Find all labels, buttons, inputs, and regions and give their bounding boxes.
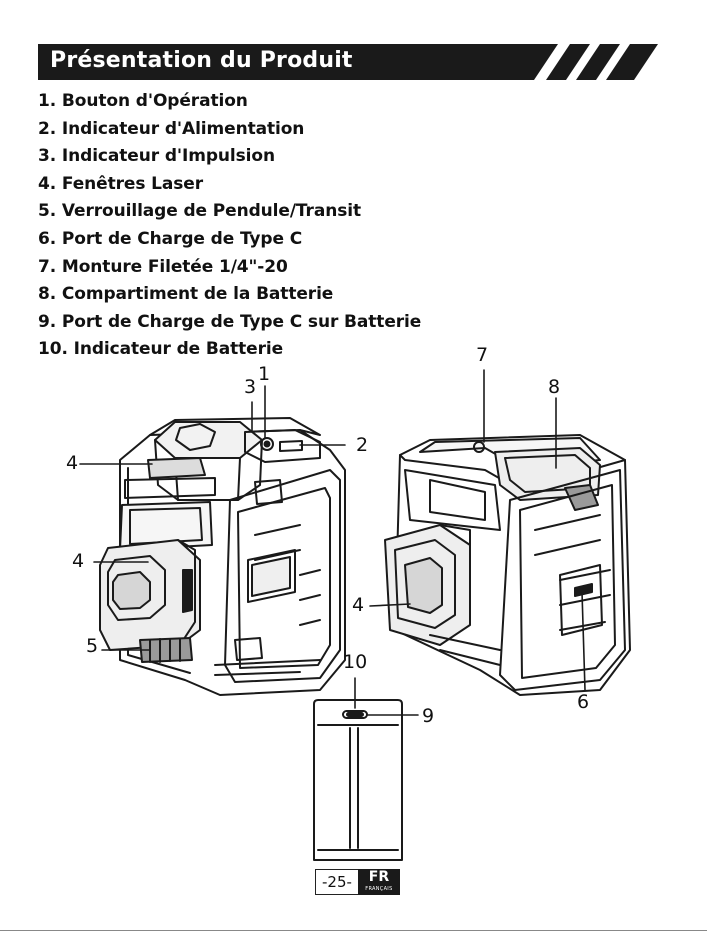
part-item: 6. Port de Charge de Type C (38, 228, 303, 249)
language-badge: FR FRANÇAIS (357, 869, 400, 895)
part-item: 8. Compartiment de la Batterie (38, 284, 334, 305)
part-item: 7. Monture Filetée 1/4"-20 (38, 256, 288, 277)
part-item: 9. Port de Charge de Type C sur Batterie (38, 311, 422, 332)
callout-6: 6 (577, 691, 590, 713)
callout-3: 3 (244, 376, 257, 398)
part-item: 4. Fenêtres Laser (38, 173, 204, 194)
section-header: Présentation du Produit (38, 44, 658, 80)
callout-9: 9 (422, 705, 435, 727)
language-code: FR (368, 869, 390, 885)
page-title: Présentation du Produit (50, 48, 353, 73)
language-name: FRANÇAIS (365, 886, 393, 892)
parts-list: 1. Bouton d'Opération 2. Indicateur d'Al… (38, 88, 421, 364)
callout-4-back: 4 (352, 594, 365, 616)
callout-2: 2 (356, 434, 369, 456)
bottom-divider (0, 930, 707, 931)
header-stripes-graphic (38, 44, 658, 80)
callout-5: 5 (86, 635, 99, 657)
page-number: -25- (315, 869, 358, 895)
callout-7: 7 (476, 344, 489, 366)
part-item: 1. Bouton d'Opération (38, 91, 248, 111)
callout-1: 1 (258, 363, 271, 385)
callout-4-side: 4 (72, 550, 85, 572)
part-item: 2. Indicateur d'Alimentation (38, 118, 305, 139)
product-diagram: 1 3 2 4 4 5 7 8 4 6 10 9 (0, 346, 707, 880)
callout-8: 8 (548, 376, 561, 398)
callout-4-top: 4 (66, 452, 79, 474)
part-item: 5. Verrouillage de Pendule/Transit (38, 201, 361, 222)
part-item: 3. Indicateur d'Impulsion (38, 146, 275, 167)
product-illustration (79, 369, 631, 861)
page-footer: -25- FR FRANÇAIS (315, 869, 400, 895)
part-item: 10. Indicateur de Batterie (38, 339, 284, 360)
callout-10: 10 (343, 651, 368, 673)
